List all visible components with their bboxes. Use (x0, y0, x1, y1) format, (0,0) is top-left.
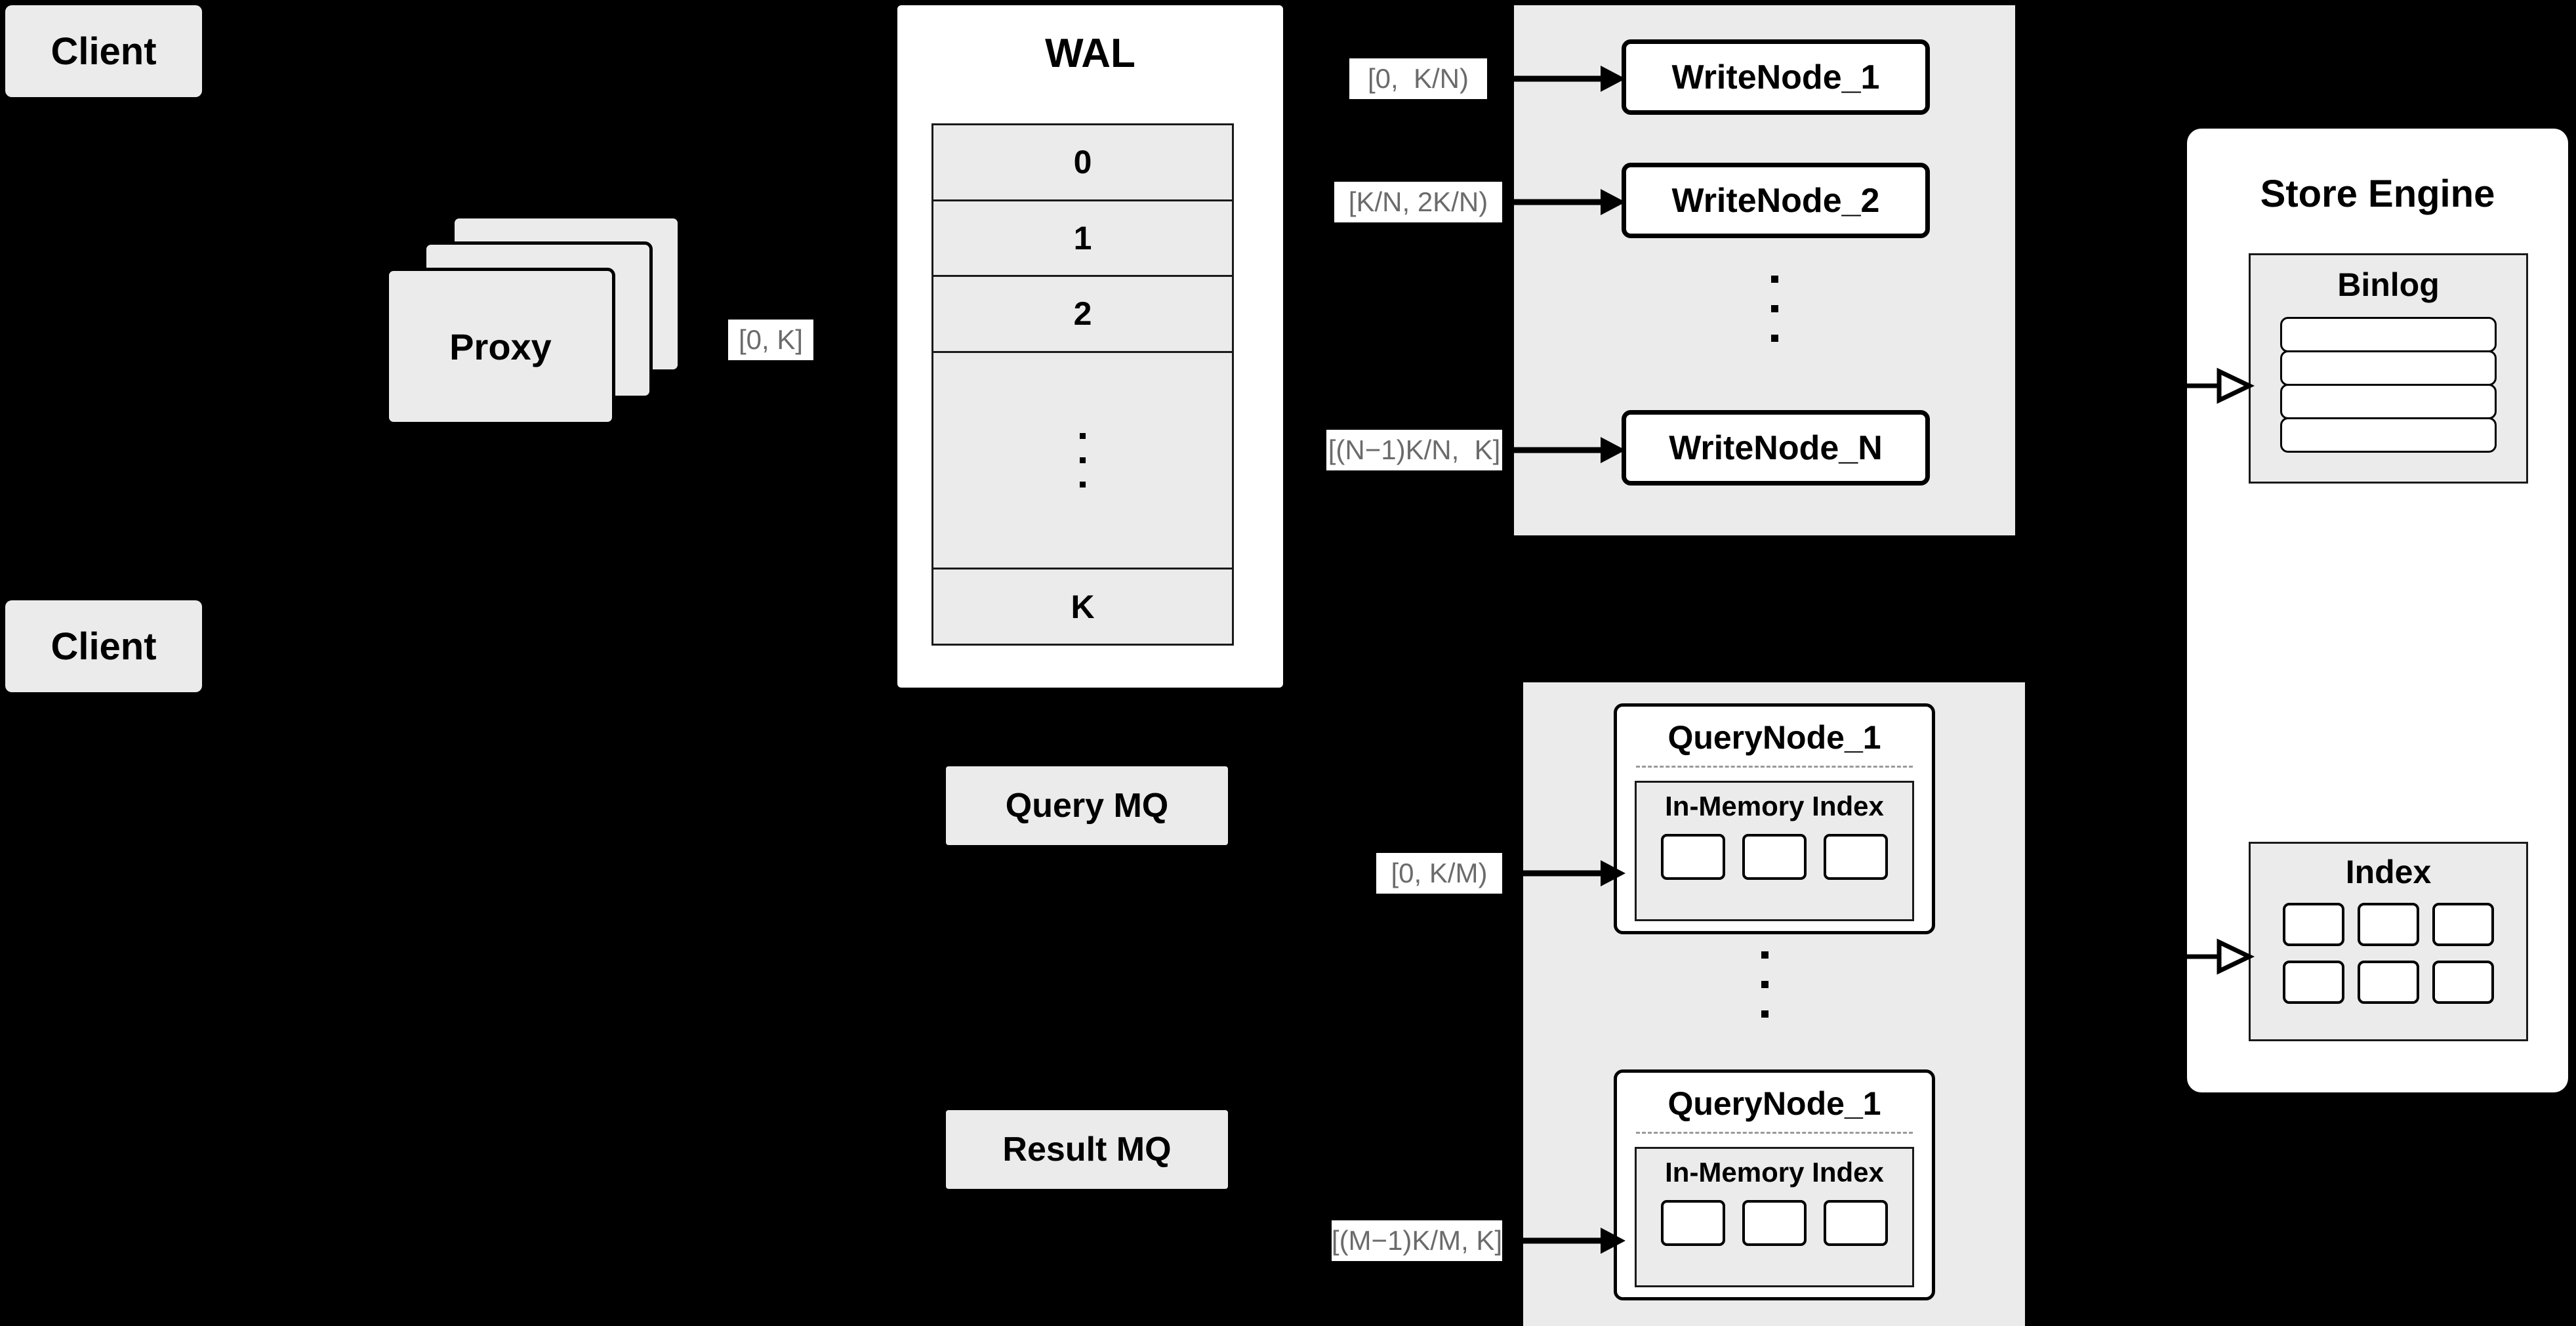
in-memory-index-box-2: In-Memory Index (1635, 1147, 1914, 1287)
write-node-n-range-text: [(N−1)K/N, K] (1328, 434, 1501, 465)
binlog-box: Binlog (2249, 253, 2528, 484)
index-cell (1742, 1200, 1807, 1246)
in-memory-index-title-1: In-Memory Index (1665, 791, 1884, 821)
arrow-to-write-node-2 (1509, 189, 1625, 215)
query-node-2-range-text: [(M−1)K/M, K] (1331, 1225, 1503, 1256)
binlog-row (2280, 317, 2497, 352)
write-node-1-label: WriteNode_1 (1671, 58, 1880, 96)
result-mq-node[interactable]: Result MQ (946, 1110, 1228, 1189)
wal-row-label: 2 (1073, 295, 1092, 333)
index-cell (1661, 1200, 1725, 1246)
arrow-to-query-node-2 (1509, 1228, 1625, 1254)
write-node-1[interactable]: WriteNode_1 (1622, 39, 1930, 115)
client-node-2[interactable]: Client (5, 600, 202, 692)
proxy-label: Proxy (449, 325, 552, 367)
store-engine-panel: Store Engine Binlog Index (2187, 129, 2568, 1092)
binlog-row (2280, 350, 2497, 386)
index-cell (1824, 834, 1888, 880)
query-node-1-divider (1635, 766, 1913, 768)
wal-panel: WAL 0 1 2 K (897, 5, 1283, 688)
index-cell (2283, 961, 2344, 1004)
index-cell (2358, 903, 2419, 946)
in-memory-index-cells-1 (1661, 834, 1888, 880)
wal-ellipsis-row (933, 352, 1232, 570)
in-memory-index-cells-2 (1661, 1200, 1888, 1246)
wal-row: 2 (933, 277, 1232, 353)
proxy-range-label: [0, K] (728, 320, 813, 360)
query-group-ellipsis (1761, 951, 1768, 1018)
arrow-to-query-node-1 (1509, 860, 1625, 886)
ellipsis-dot-icon (1771, 335, 1778, 342)
wal-title: WAL (1045, 31, 1135, 76)
wal-row: 0 (933, 125, 1232, 201)
write-node-2-range-text: [K/N, 2K/N) (1348, 186, 1488, 217)
write-node-2-label: WriteNode_2 (1671, 181, 1880, 220)
arrow-to-index (2181, 938, 2255, 975)
arrow-to-binlog (2181, 367, 2255, 404)
index-cell (2283, 903, 2344, 946)
ellipsis-dot-icon (1761, 1010, 1768, 1018)
query-node-1-range-label: [0, K/M) (1376, 853, 1502, 894)
ellipsis-dot-icon (1771, 305, 1778, 312)
wal-table: 0 1 2 K (931, 123, 1234, 646)
ellipsis-dot-icon (1761, 951, 1768, 959)
query-mq-node[interactable]: Query MQ (946, 766, 1228, 845)
query-node-2-divider (1635, 1132, 1913, 1134)
proxy-node[interactable]: Proxy (386, 268, 615, 425)
write-node-n-range-label: [(N−1)K/N, K] (1326, 430, 1502, 470)
ellipsis-dot-icon (1080, 433, 1086, 440)
result-mq-label: Result MQ (1002, 1130, 1172, 1169)
index-title: Index (2345, 854, 2432, 890)
binlog-title: Binlog (2337, 266, 2440, 303)
query-node-1[interactable]: QueryNode_1 In-Memory Index (1614, 703, 1935, 934)
query-node-1-label: QueryNode_1 (1667, 719, 1881, 756)
wal-row: 1 (933, 201, 1232, 278)
index-cell (2432, 961, 2494, 1004)
arrow-to-write-node-1 (1509, 66, 1625, 92)
write-node-2[interactable]: WriteNode_2 (1622, 163, 1930, 238)
write-node-n-label: WriteNode_N (1669, 428, 1883, 467)
wal-row-last: K (933, 570, 1232, 644)
binlog-row (2280, 384, 2497, 419)
ellipsis-dot-icon (1771, 276, 1778, 283)
in-memory-index-box-1: In-Memory Index (1635, 781, 1914, 921)
client-node-1-label: Client (51, 30, 157, 73)
index-grid (2283, 903, 2494, 1004)
index-cell (1824, 1200, 1888, 1246)
proxy-range-text: [0, K] (738, 324, 804, 355)
write-group-ellipsis (1771, 276, 1778, 342)
query-mq-label: Query MQ (1005, 787, 1169, 825)
ellipsis-dot-icon (1761, 981, 1768, 988)
write-node-1-range-text: [0, K/N) (1367, 63, 1469, 94)
ellipsis-dot-icon (1080, 457, 1086, 464)
binlog-row (2280, 417, 2497, 453)
index-cell (1661, 834, 1725, 880)
wal-row-label: 0 (1073, 144, 1092, 181)
client-node-1[interactable]: Client (5, 5, 202, 97)
client-node-2-label: Client (51, 625, 157, 668)
write-node-n[interactable]: WriteNode_N (1622, 410, 1930, 486)
wal-row-last-label: K (1071, 588, 1095, 625)
index-cell (1742, 834, 1807, 880)
write-node-1-range-label: [0, K/N) (1349, 58, 1487, 99)
index-cell (2432, 903, 2494, 946)
query-node-2-label: QueryNode_1 (1667, 1085, 1881, 1122)
write-node-2-range-label: [K/N, 2K/N) (1334, 182, 1502, 222)
query-node-1-range-text: [0, K/M) (1391, 858, 1488, 888)
in-memory-index-title-2: In-Memory Index (1665, 1157, 1884, 1188)
arrow-to-write-node-n (1509, 437, 1625, 463)
wal-row-label: 1 (1073, 219, 1092, 257)
index-cell (2358, 961, 2419, 1004)
ellipsis-dot-icon (1080, 482, 1086, 488)
query-node-2-range-label: [(M−1)K/M, K] (1332, 1220, 1502, 1261)
index-box: Index (2249, 842, 2528, 1041)
store-engine-title: Store Engine (2260, 173, 2495, 215)
query-node-2[interactable]: QueryNode_1 In-Memory Index (1614, 1069, 1935, 1300)
binlog-rows (2280, 317, 2497, 453)
